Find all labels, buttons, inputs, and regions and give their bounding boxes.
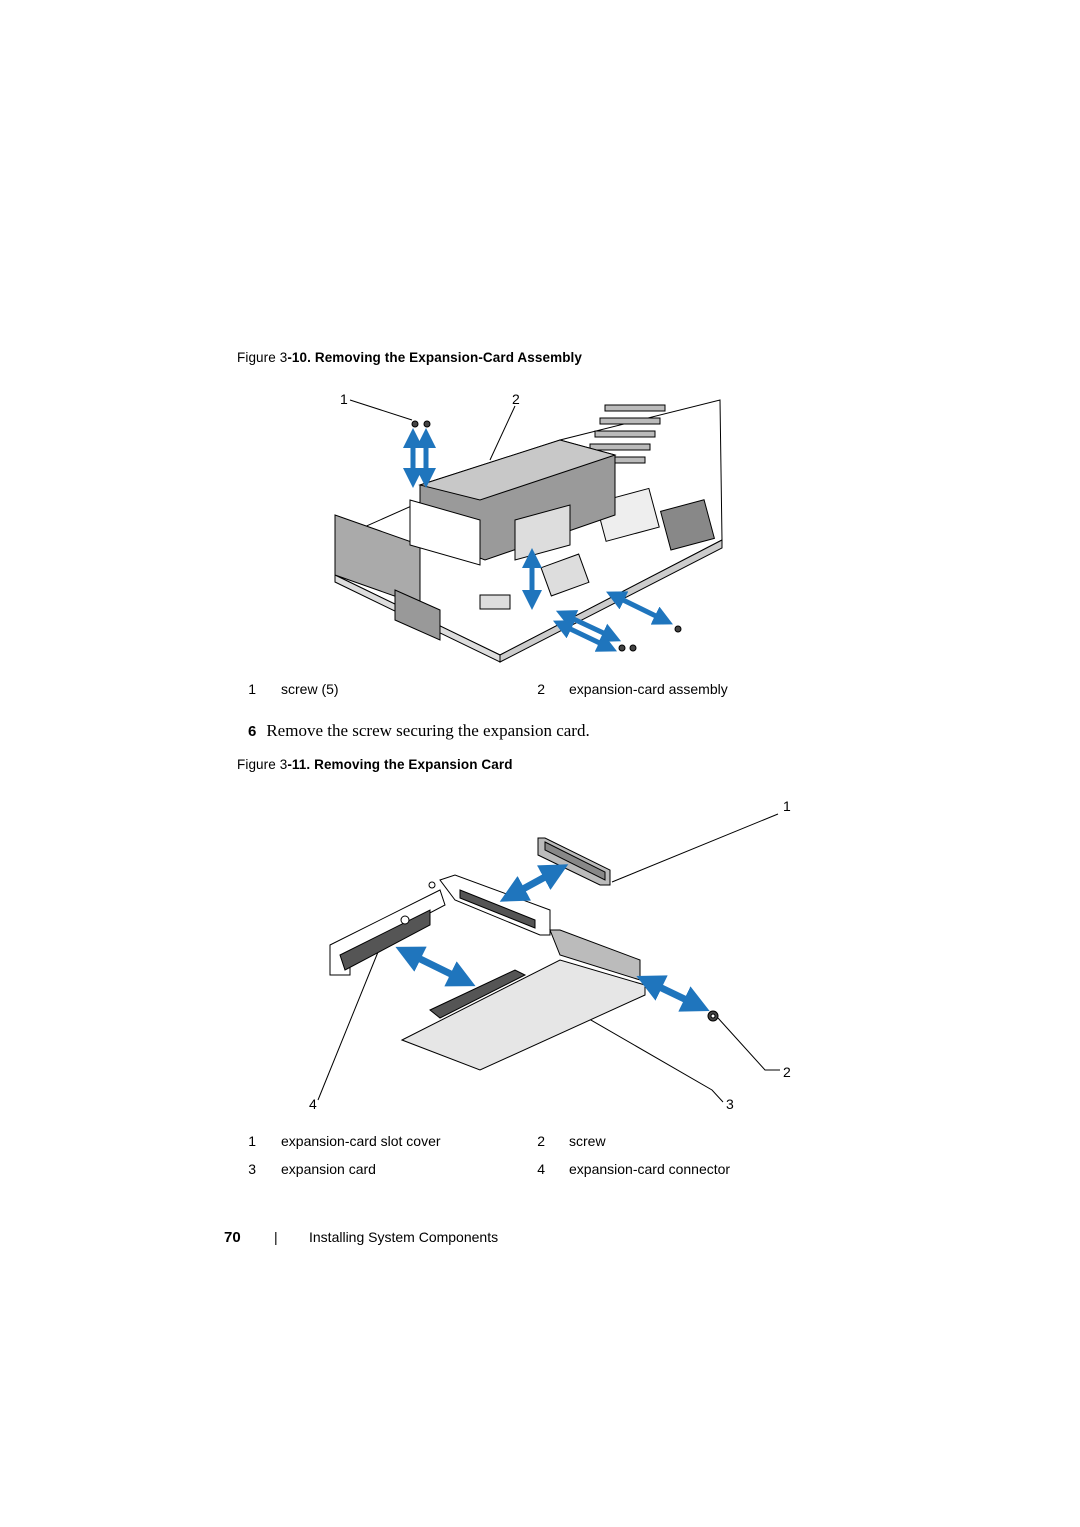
expansion-card <box>400 929 646 1071</box>
expansion-card-slot-cover <box>537 837 611 886</box>
fig11-legend-text-4: expansion-card connector <box>569 1161 731 1177</box>
fig10-leader-2 <box>489 405 516 461</box>
riser-bracket <box>329 874 551 976</box>
fig11-callout-1: 1 <box>783 798 791 814</box>
fig11-leaders <box>317 813 780 1103</box>
page-number: 70 <box>224 1229 241 1246</box>
footer-section-title: Installing System Components <box>309 1229 499 1245</box>
figure-10-caption-title: -10. Removing the Expansion-Card Assembl… <box>287 350 583 365</box>
fig10-legend-text-2: expansion-card assembly <box>569 681 728 697</box>
figure-11-caption: Figure 3-11. Removing the Expansion Card <box>237 757 513 772</box>
fig11-legend-text-3: expansion card <box>281 1161 376 1177</box>
fig11-callout-3: 3 <box>726 1096 734 1112</box>
fig11-arrows <box>395 864 710 1012</box>
fig10-callout-1: 1 <box>340 391 348 407</box>
fig11-callout-2: 2 <box>783 1064 791 1080</box>
fig10-legend-text-1: screw (5) <box>281 681 339 697</box>
fig11-legend-num-4: 4 <box>537 1161 545 1177</box>
fig11-legend-text-2: screw <box>569 1133 606 1149</box>
fig11-legend-num-1: 1 <box>248 1133 256 1149</box>
screw-icon <box>707 1010 719 1022</box>
figure-11-caption-prefix: Figure 3 <box>237 757 288 772</box>
footer-separator: | <box>274 1229 278 1245</box>
fig11-legend-num-2: 2 <box>537 1133 545 1149</box>
fig11-legend-text-1: expansion-card slot cover <box>281 1133 441 1149</box>
step-6: 6 Remove the screw securing the expansion… <box>248 721 590 741</box>
fig11-legend-num-3: 3 <box>248 1161 256 1177</box>
figure-10-caption-prefix: Figure 3 <box>237 350 288 365</box>
figure-11-caption-title: -11. Removing the Expansion Card <box>287 757 513 772</box>
screw-icons <box>411 420 682 652</box>
step-text: Remove the screw securing the expansion … <box>266 721 590 740</box>
removal-arrows <box>403 428 673 652</box>
step-number: 6 <box>248 723 257 740</box>
fig10-leader-1 <box>349 399 413 421</box>
fig10-legend-num-2: 2 <box>537 681 545 697</box>
fig10-legend-num-1: 1 <box>248 681 256 697</box>
fig11-callout-4: 4 <box>309 1096 317 1112</box>
fig10-callout-2: 2 <box>512 391 520 407</box>
expansion-card-assembly <box>409 439 617 566</box>
figure-10-caption: Figure 3-10. Removing the Expansion-Card… <box>237 350 582 365</box>
